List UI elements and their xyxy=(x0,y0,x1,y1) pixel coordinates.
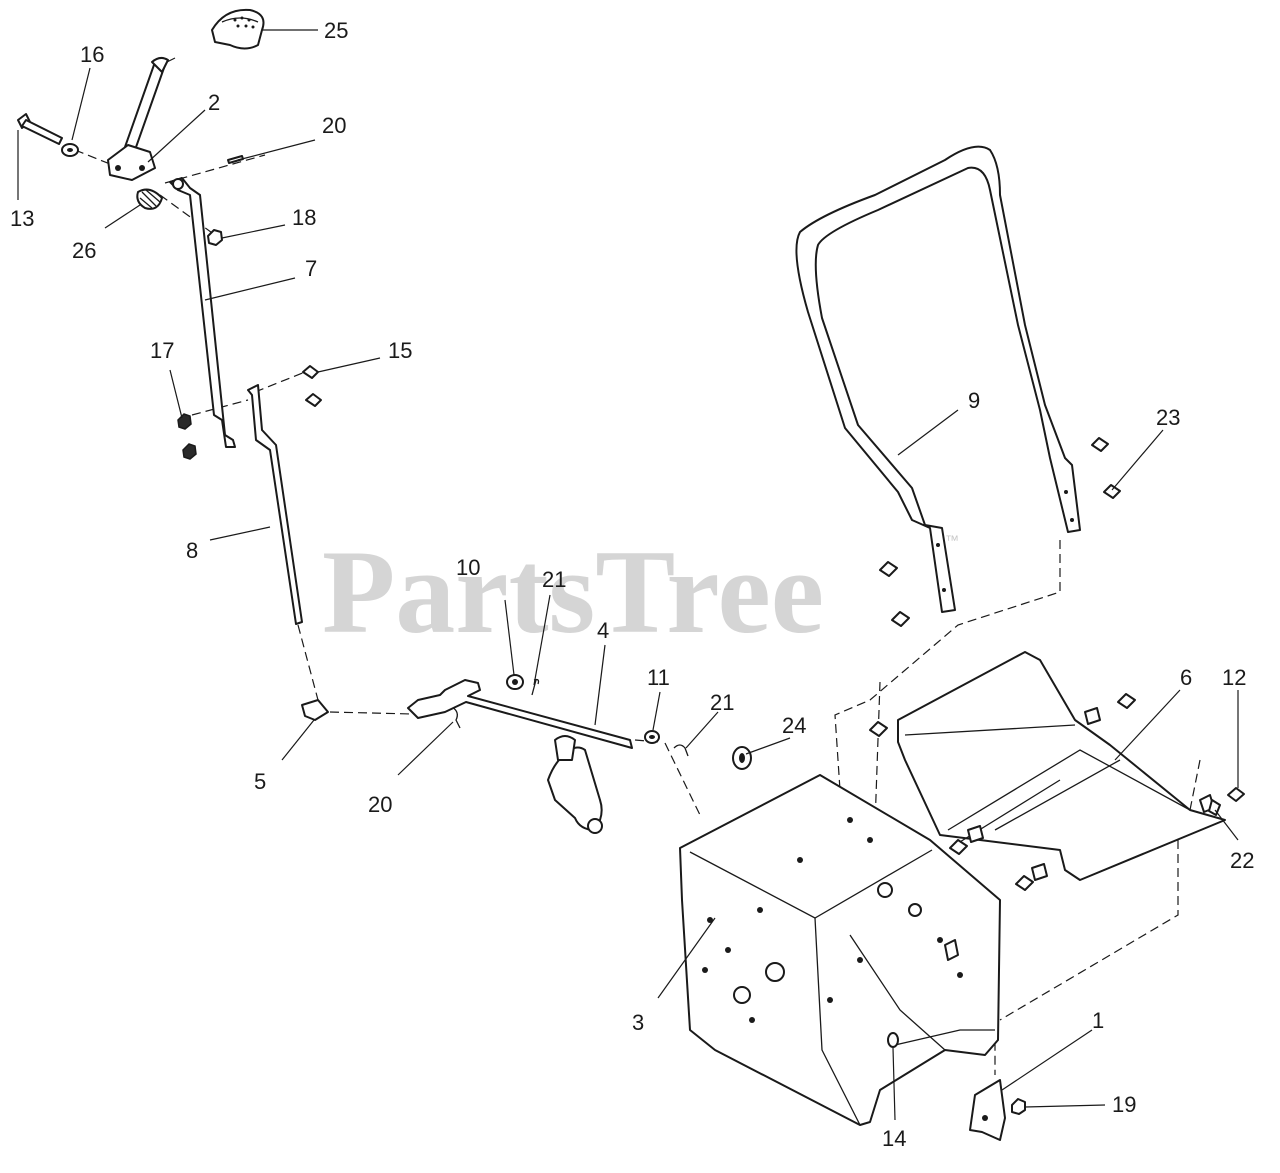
part-9-upper-handle xyxy=(795,145,1081,613)
callout-2: 2 xyxy=(208,90,220,115)
callout-22: 22 xyxy=(1230,848,1254,873)
part-20-pin-lower xyxy=(451,706,461,729)
callout-20-top: 20 xyxy=(322,113,346,138)
part-19-nut xyxy=(1011,1098,1026,1115)
part-14-bolt xyxy=(887,1032,899,1048)
callout-16: 16 xyxy=(80,42,104,67)
callout-6: 6 xyxy=(1180,665,1192,690)
part-24-grommet xyxy=(732,746,752,770)
callout-4: 4 xyxy=(597,618,609,643)
handle-bolts xyxy=(879,561,910,627)
part-3-frame xyxy=(679,774,1001,1126)
callout-15: 15 xyxy=(388,338,412,363)
watermark-text: PartsTree xyxy=(322,525,824,658)
callout-11: 11 xyxy=(647,665,670,690)
leader-lines xyxy=(17,29,1239,1121)
part-7-upper-rod xyxy=(169,177,236,448)
part-1-bracket xyxy=(969,1079,1006,1141)
callout-20-lower: 20 xyxy=(368,792,392,817)
part-21-pin-lower xyxy=(673,744,689,757)
callout-24: 24 xyxy=(782,713,806,738)
callout-18: 18 xyxy=(292,205,316,230)
callout-21-lower: 21 xyxy=(710,690,734,715)
part-4-shift-rod xyxy=(407,679,633,834)
part-21-pin-upper xyxy=(531,678,540,696)
callout-14: 14 xyxy=(882,1126,906,1151)
callout-23: 23 xyxy=(1156,405,1180,430)
part-6-dash-panel xyxy=(869,651,1226,891)
callout-17: 17 xyxy=(150,338,174,363)
callout-12: 12 xyxy=(1222,665,1246,690)
part-12-screw xyxy=(1227,787,1245,802)
part-22-clip xyxy=(1208,799,1221,816)
part-18-nut xyxy=(207,229,223,246)
callout-9: 9 xyxy=(968,388,980,413)
part-16-washer xyxy=(61,143,79,157)
part-15-bolt xyxy=(302,365,322,407)
callout-labels: 25 16 2 20 13 26 18 7 17 15 8 9 23 10 21… xyxy=(10,18,1254,1151)
callout-7: 7 xyxy=(305,256,317,281)
callout-19: 19 xyxy=(1112,1092,1136,1117)
callout-26: 26 xyxy=(72,238,96,263)
part-8-lower-rod xyxy=(247,384,303,625)
callout-3: 3 xyxy=(632,1010,644,1035)
callout-25: 25 xyxy=(324,18,348,43)
part-5-ferrule xyxy=(301,699,329,721)
callout-10: 10 xyxy=(456,555,480,580)
callout-13: 13 xyxy=(10,206,34,231)
callout-1: 1 xyxy=(1092,1008,1104,1033)
callout-5: 5 xyxy=(254,769,266,794)
callout-8: 8 xyxy=(186,538,198,563)
part-2-control-lever xyxy=(107,56,169,181)
part-26-spring xyxy=(136,188,163,210)
part-13-bolt xyxy=(17,113,63,145)
part-23-bolt xyxy=(1091,437,1121,499)
part-25-grip xyxy=(211,8,265,50)
part-11-bushing xyxy=(644,730,660,744)
watermark-trademark: ™ xyxy=(945,532,959,548)
part-10-bushing xyxy=(506,674,524,690)
callout-21-upper: 21 xyxy=(542,567,566,592)
part-17-nut xyxy=(177,413,197,460)
